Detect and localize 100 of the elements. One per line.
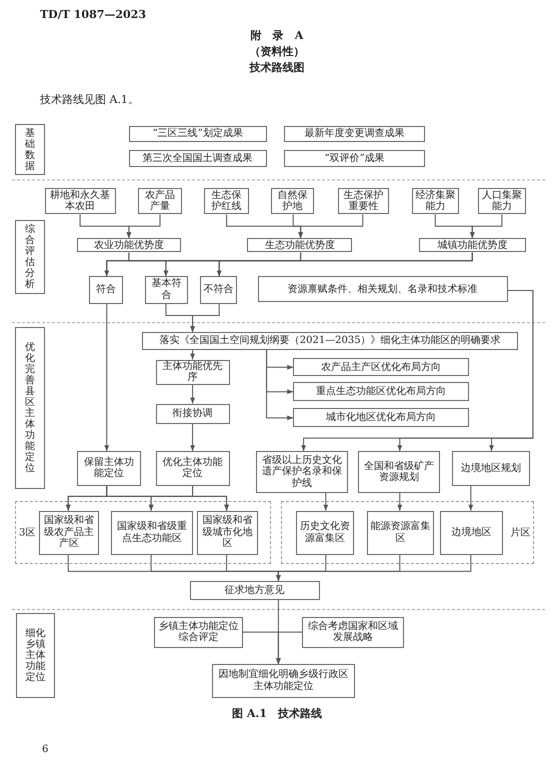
- box-text: 国家级和省级农产品主产区: [42, 515, 95, 550]
- box-text: 最新年度变更调查成果: [304, 128, 405, 140]
- arrow: [276, 554, 472, 582]
- arrow: [190, 303, 220, 333]
- box-text: 重点生态功能区优化布局方向: [316, 386, 446, 398]
- process-box: [111, 510, 193, 555]
- zone-label: 3区: [18, 526, 36, 538]
- process-box: [128, 126, 267, 142]
- box-text: 符合: [96, 284, 116, 296]
- process-box: [145, 276, 188, 304]
- box-text: 不符合: [203, 284, 234, 296]
- process-box: [44, 188, 116, 214]
- arrow: [470, 214, 502, 239]
- page-number: 6: [42, 744, 48, 755]
- box-text: 主体功能优先序: [162, 360, 224, 384]
- arrow: [126, 214, 160, 239]
- process-box: [367, 510, 434, 555]
- box-text: “三区三线”划定成果: [152, 128, 243, 140]
- process-box: [284, 126, 425, 142]
- arrow: [468, 485, 474, 512]
- process-box: [77, 238, 181, 252]
- box-text: 优化主体功能定位: [162, 456, 224, 480]
- process-box: [293, 382, 470, 402]
- arrow: [489, 290, 534, 452]
- intro-text: 技术路线见图 A.1。: [40, 92, 139, 107]
- box-text: 征求地方意见: [224, 584, 285, 596]
- box-text: 生态保护重要性: [342, 190, 384, 213]
- box-text: 城镇功能优势度: [437, 240, 508, 252]
- arrow: [192, 485, 229, 512]
- arrow: [190, 423, 195, 452]
- box-text: 边境地区: [452, 526, 492, 538]
- box-text: 农业功能优势度: [94, 240, 164, 252]
- process-box: [258, 276, 508, 302]
- box-text: 生态保护红线: [210, 190, 243, 213]
- box-text: 生态功能优势度: [264, 240, 335, 252]
- process-box: [77, 451, 141, 486]
- box-text: 边境地区规划: [460, 462, 521, 474]
- box-text: 全国和省级矿产资源规划: [363, 460, 435, 484]
- box-text: 农产品主产区优化布局方向: [321, 362, 442, 374]
- standard-number: TD/T 1087—2023: [40, 8, 146, 21]
- process-box: [440, 510, 504, 555]
- appendix-note: （资料性）: [250, 44, 304, 59]
- process-box: [419, 238, 526, 252]
- figure-caption: 图 A.1 技术路线: [232, 706, 322, 721]
- process-box: [302, 616, 404, 648]
- box-text: 资源禀赋条件、相关规划、名录和技术标准: [288, 284, 478, 296]
- arrow: [397, 492, 402, 512]
- arrow: [323, 492, 328, 512]
- box-text: 国家级和省级城市化地区: [201, 515, 254, 550]
- arrow: [190, 384, 195, 404]
- box-text: 能源资源富集区: [370, 521, 431, 544]
- process-box: [138, 188, 182, 214]
- arrow: [266, 350, 294, 420]
- box-text: 国家级和省级重点生态功能区: [116, 521, 188, 544]
- process-box: [128, 150, 267, 167]
- process-box: [284, 150, 425, 167]
- process-box: [212, 664, 356, 698]
- zone-group-box: [281, 501, 534, 564]
- box-text: 自然保护地: [276, 190, 308, 213]
- process-box: [293, 408, 470, 428]
- box-text: 保留主体功能定位: [82, 456, 135, 480]
- process-box: [247, 238, 352, 252]
- box-text: 衔接协调: [172, 408, 213, 420]
- process-box: [88, 276, 123, 304]
- process-box: [271, 188, 314, 214]
- box-text: 耕地和永久基本农田: [49, 190, 112, 213]
- arrow: [298, 214, 364, 239]
- box-text: 因地制宜细化明确乡级行政区主体功能定位: [218, 669, 350, 692]
- process-box: [358, 451, 440, 493]
- box-text: 第三次全国国土调查成果: [142, 152, 253, 164]
- stage-label-box: [14, 220, 45, 294]
- stage-label: 细化乡镇主体功能定位: [26, 628, 46, 683]
- box-text: 城市化地区优化布局方向: [326, 412, 436, 424]
- arrow: [190, 350, 195, 360]
- box-text: “双评价”成果: [324, 152, 385, 164]
- process-box: [156, 404, 230, 424]
- stage-label: 基础数据: [24, 128, 35, 172]
- process-box: [156, 451, 230, 486]
- box-text: 省级以上历史文化遗产保护名录和保护线: [261, 454, 344, 490]
- box-text: 人口集聚能力: [481, 190, 523, 213]
- process-box: [338, 188, 390, 214]
- stage-label-box: [14, 124, 45, 176]
- page-title: 技术路线图: [250, 60, 304, 75]
- zone-group-box: [14, 501, 271, 564]
- box-text: 乡镇主体功能定位综合评定: [157, 620, 240, 644]
- stage-label: 优化完善县区主体功能定位: [24, 342, 35, 474]
- process-box: [204, 188, 249, 214]
- box-text: 基本符合: [150, 278, 183, 302]
- box-text: 农产品产量: [144, 190, 176, 213]
- box-text: 经济集聚能力: [414, 190, 456, 213]
- arrow: [216, 252, 473, 277]
- process-box: [200, 276, 237, 304]
- box-text: 落实《全国国土空间规划纲要（2021—2035）》细化主体功能区的明确要求: [160, 335, 501, 347]
- process-box: [142, 332, 518, 350]
- appendix-heading: 附 录 A: [250, 28, 304, 43]
- process-box: [293, 358, 470, 376]
- process-box: [190, 580, 320, 600]
- stage-label-box: [16, 613, 55, 698]
- process-box: [156, 360, 230, 385]
- stage-label: 综合评估分析: [24, 224, 35, 290]
